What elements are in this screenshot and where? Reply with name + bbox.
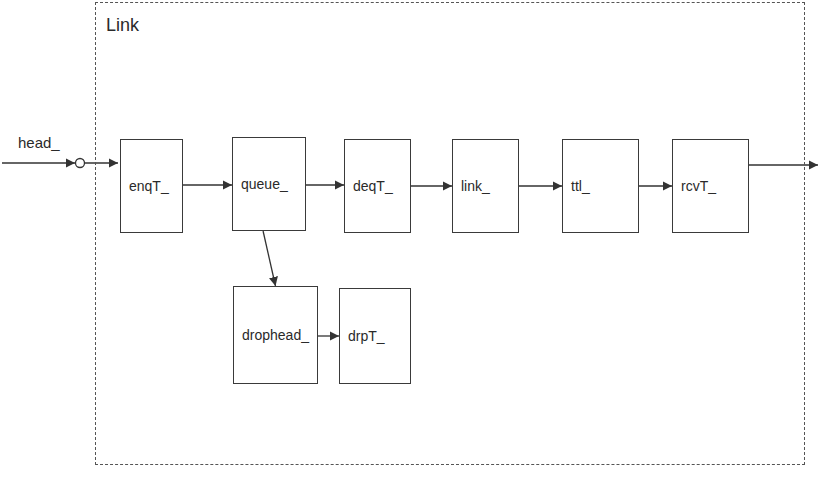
flow-arrow — [411, 185, 452, 186]
box-label: rcvT_ — [681, 178, 716, 194]
flow-arrow — [183, 184, 232, 185]
flow-arrow — [318, 335, 339, 336]
connector-box: drpT_ — [339, 288, 411, 384]
connector-box: enqT_ — [120, 139, 183, 233]
box-label: drophead_ — [242, 327, 309, 343]
box-label: ttl_ — [571, 178, 590, 194]
frame-title: Link — [106, 15, 139, 36]
connector-box: ttl_ — [562, 139, 639, 233]
box-label: drpT_ — [348, 328, 385, 344]
queue-box: queue_ — [232, 137, 306, 231]
port-name: head_ — [18, 134, 60, 151]
box-label: enqT_ — [129, 178, 169, 194]
connector-box: deqT_ — [344, 139, 411, 233]
box-label: link_ — [461, 178, 490, 194]
flow-arrow — [519, 185, 562, 186]
box-label: deqT_ — [353, 178, 393, 194]
entry-wire — [85, 162, 118, 163]
connector-box: rcvT_ — [672, 139, 749, 233]
connector-box: link_ — [452, 139, 519, 233]
flow-arrow — [639, 185, 672, 186]
box-label: queue_ — [241, 176, 288, 192]
entry-point — [76, 159, 85, 168]
flow-arrow — [306, 184, 344, 185]
link-frame: Link enqT_ queue_ deqT_ link_ ttl_ rcvT_drophe… — [95, 2, 805, 465]
drop-box: drophead_ — [233, 286, 318, 384]
input-wire — [2, 162, 75, 163]
flow-arrow — [263, 231, 275, 286]
output-wire — [749, 164, 818, 165]
